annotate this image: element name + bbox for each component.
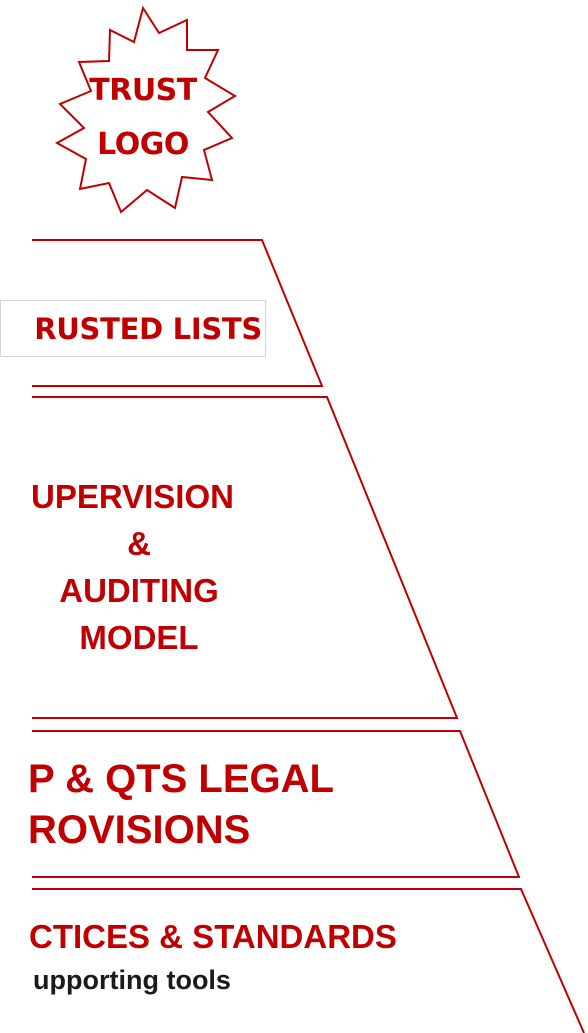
trust-logo-starburst [54, 5, 237, 214]
trusted-lists-label: RUSTED LISTS [34, 312, 262, 346]
practices-label-line1: CTICES & STANDARDS [29, 918, 397, 955]
trusted-lists-box [0, 300, 266, 357]
supervision-label-line4: MODEL [79, 619, 199, 656]
tier-supervision-outline [32, 396, 459, 719]
practices-label-line2: upporting tools [33, 965, 231, 995]
trust-logo-line2: LOGO [97, 127, 189, 162]
legal-label-line1: P & QTS LEGAL [28, 757, 334, 801]
trust-logo-line1: TRUST [89, 73, 197, 108]
tier-trusted-lists-outline [32, 239, 324, 387]
tier-practices-outline [32, 888, 585, 1033]
tier-legal-outline [32, 730, 521, 878]
supervision-label-line1: UPERVISION [31, 478, 234, 515]
supervision-label-line2: & [127, 525, 151, 562]
legal-label-line2: ROVISIONS [28, 808, 251, 852]
supervision-label-line3: AUDITING [59, 572, 219, 609]
